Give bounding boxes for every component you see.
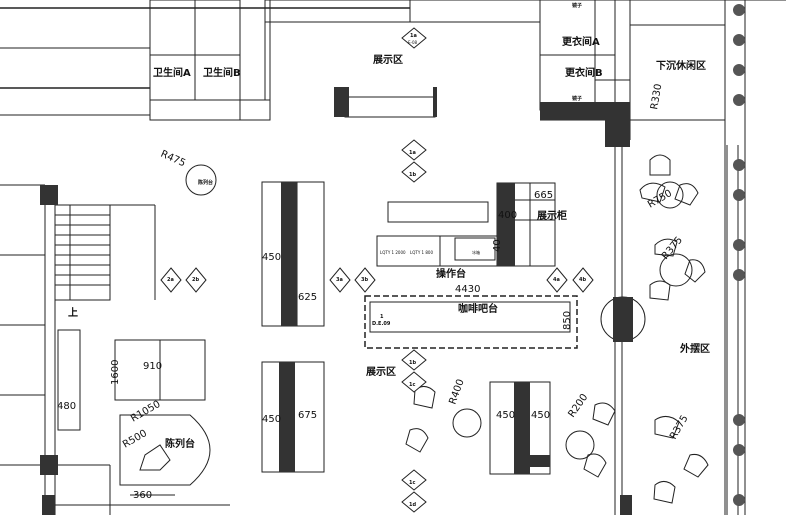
dim-40: 40 bbox=[492, 239, 503, 252]
dim-r475: R475 bbox=[159, 149, 187, 170]
tag-3b: 3b bbox=[361, 277, 368, 283]
annotation-1: LQTY 1 2000 bbox=[380, 250, 406, 255]
label-display-mid: 展示区 bbox=[366, 366, 396, 378]
tag-deo: D.E.09 bbox=[372, 321, 391, 327]
label-changing-a: 更衣间A bbox=[562, 35, 600, 48]
dim-4430: 4430 bbox=[455, 284, 480, 295]
label-display-top: 展示区 bbox=[373, 54, 403, 66]
dim-850: 850 bbox=[562, 311, 573, 330]
label-coffee-bar: 咖啡吧台 bbox=[458, 302, 498, 315]
dim-r400: R400 bbox=[447, 378, 466, 406]
label-wc-b: 卫生间B bbox=[203, 66, 241, 79]
label-wc-a: 卫生间A bbox=[153, 66, 191, 79]
dim-450-c: 450 bbox=[496, 410, 515, 421]
annotation-3: 冰箱 bbox=[472, 249, 480, 255]
tag-1b-mid: 1b bbox=[409, 172, 416, 178]
dim-r200: R200 bbox=[566, 392, 590, 420]
dim-r500: R500 bbox=[121, 428, 149, 451]
dim-910: 910 bbox=[143, 361, 162, 372]
dim-675: 675 bbox=[298, 410, 317, 421]
dim-450-a: 450 bbox=[262, 252, 281, 263]
label-mirror-2: 镜子 bbox=[572, 95, 582, 102]
label-lounge: 下沉休闲区 bbox=[656, 59, 706, 72]
dim-625: 625 bbox=[298, 292, 317, 303]
tag-ref: E-08 bbox=[408, 40, 418, 45]
annotation-2: LQTY 1 800 bbox=[410, 250, 433, 255]
label-round-table: 陈列台 bbox=[198, 179, 213, 186]
dim-r330: R330 bbox=[649, 83, 664, 111]
tag-1c-low: 1c bbox=[409, 480, 415, 486]
dim-r375-a: R375 bbox=[660, 235, 685, 262]
label-mirror: 镜子 bbox=[572, 2, 582, 9]
label-work-counter: 操作台 bbox=[436, 267, 466, 280]
dim-665: 665 bbox=[534, 190, 553, 201]
dim-r375-b: R375 bbox=[668, 413, 691, 441]
tag-4b: 4b bbox=[579, 277, 586, 283]
dim-450-d: 450 bbox=[531, 410, 550, 421]
dim-r1050: R1050 bbox=[129, 399, 163, 425]
tag-1a-mid: 1a bbox=[409, 150, 416, 156]
tag-1: 1 bbox=[380, 314, 384, 320]
tag-2b: 2b bbox=[192, 277, 199, 283]
tag-1a-top: 1a bbox=[410, 33, 417, 39]
label-showcase: 陈列台 bbox=[165, 437, 195, 450]
tag-3a: 3a bbox=[336, 277, 343, 283]
dim-1600: 1600 bbox=[110, 360, 121, 385]
tag-1b-low: 1b bbox=[409, 360, 416, 366]
label-stair-up: 上 bbox=[68, 306, 78, 319]
tag-2a: 2a bbox=[167, 277, 174, 283]
dim-450-b: 450 bbox=[262, 414, 281, 425]
tag-1c: 1c bbox=[409, 382, 415, 388]
label-changing-b: 更衣间B bbox=[565, 66, 603, 79]
label-display-cabinet: 展示柜 bbox=[537, 209, 567, 222]
dim-r750: R750 bbox=[646, 188, 674, 211]
dim-360: 360 bbox=[133, 490, 152, 501]
dim-400: 400 bbox=[498, 210, 517, 221]
dim-480: 480 bbox=[57, 401, 76, 412]
tag-4a: 4a bbox=[553, 277, 560, 283]
label-outdoor: 外摆区 bbox=[679, 342, 710, 355]
tag-1d: 1d bbox=[409, 502, 416, 508]
